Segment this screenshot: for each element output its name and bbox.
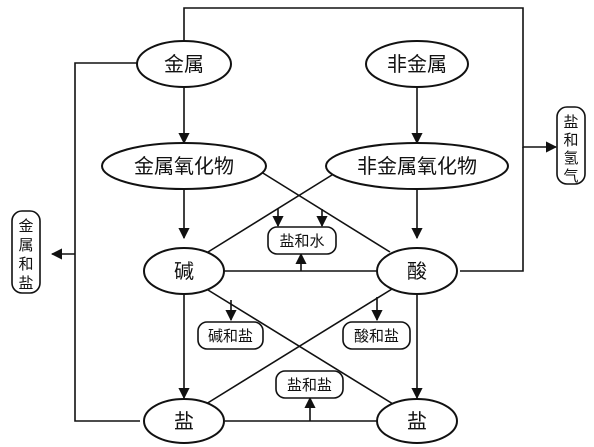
- node-acid-label: 酸: [407, 259, 427, 283]
- product-metal-salt: 金 属 和 盐: [11, 210, 41, 294]
- node-metal: 金属: [136, 40, 232, 88]
- metal-to-salt-hydrogen-path: [183, 7, 558, 153]
- product-metal-salt-char-2: 属: [18, 236, 33, 254]
- product-salt-salt: 盐和盐: [275, 370, 344, 399]
- node-acid: 酸: [376, 247, 458, 295]
- product-salt-salt-label: 盐和盐: [287, 376, 332, 394]
- node-metal-oxide: 金属氧化物: [101, 142, 267, 190]
- product-salt-hydrogen: 盐 和 氢 气: [556, 106, 586, 185]
- product-metal-salt-char-4: 盐: [18, 274, 33, 292]
- node-metal-label: 金属: [164, 52, 204, 76]
- node-nonmetal-oxide-label: 非金属氧化物: [357, 154, 477, 178]
- node-salt-left-label: 盐: [174, 409, 194, 433]
- node-nonmetal-label: 非金属: [387, 52, 447, 76]
- nonmetal-oxide-to-base-diagonal: [207, 169, 341, 253]
- base-to-right-salt-diagonal: [207, 289, 394, 405]
- metal-salt-left-loop: [74, 62, 140, 422]
- product-salt-water: 盐和水: [267, 226, 337, 255]
- product-salt-hydrogen-char-4: 气: [563, 167, 578, 185]
- connector-lines: [50, 7, 558, 422]
- product-acid-salt: 酸和盐: [342, 321, 411, 350]
- node-nonmetal-oxide: 非金属氧化物: [325, 142, 509, 190]
- acid-to-left-salt-diagonal: [205, 288, 393, 405]
- node-salt-left: 盐: [143, 398, 225, 444]
- node-salt-right: 盐: [376, 398, 458, 444]
- product-acid-salt-label: 酸和盐: [354, 327, 399, 345]
- product-salt-hydrogen-char-3: 氢: [563, 149, 578, 167]
- node-metal-oxide-label: 金属氧化物: [134, 154, 234, 178]
- node-nonmetal: 非金属: [365, 40, 469, 88]
- acid-to-right-line: [460, 147, 524, 272]
- product-salt-hydrogen-char-2: 和: [563, 131, 578, 149]
- product-salt-hydrogen-char-1: 盐: [563, 113, 578, 131]
- product-base-salt-label: 碱和盐: [208, 327, 253, 345]
- node-base-label: 碱: [174, 259, 194, 283]
- product-base-salt: 碱和盐: [197, 321, 264, 350]
- node-base: 碱: [143, 247, 225, 295]
- product-metal-salt-char-1: 金: [18, 217, 33, 235]
- node-salt-right-label: 盐: [407, 409, 427, 433]
- product-salt-water-label: 盐和水: [279, 232, 324, 250]
- metal-oxide-to-acid-diagonal: [257, 169, 391, 253]
- product-metal-salt-char-3: 和: [18, 255, 33, 273]
